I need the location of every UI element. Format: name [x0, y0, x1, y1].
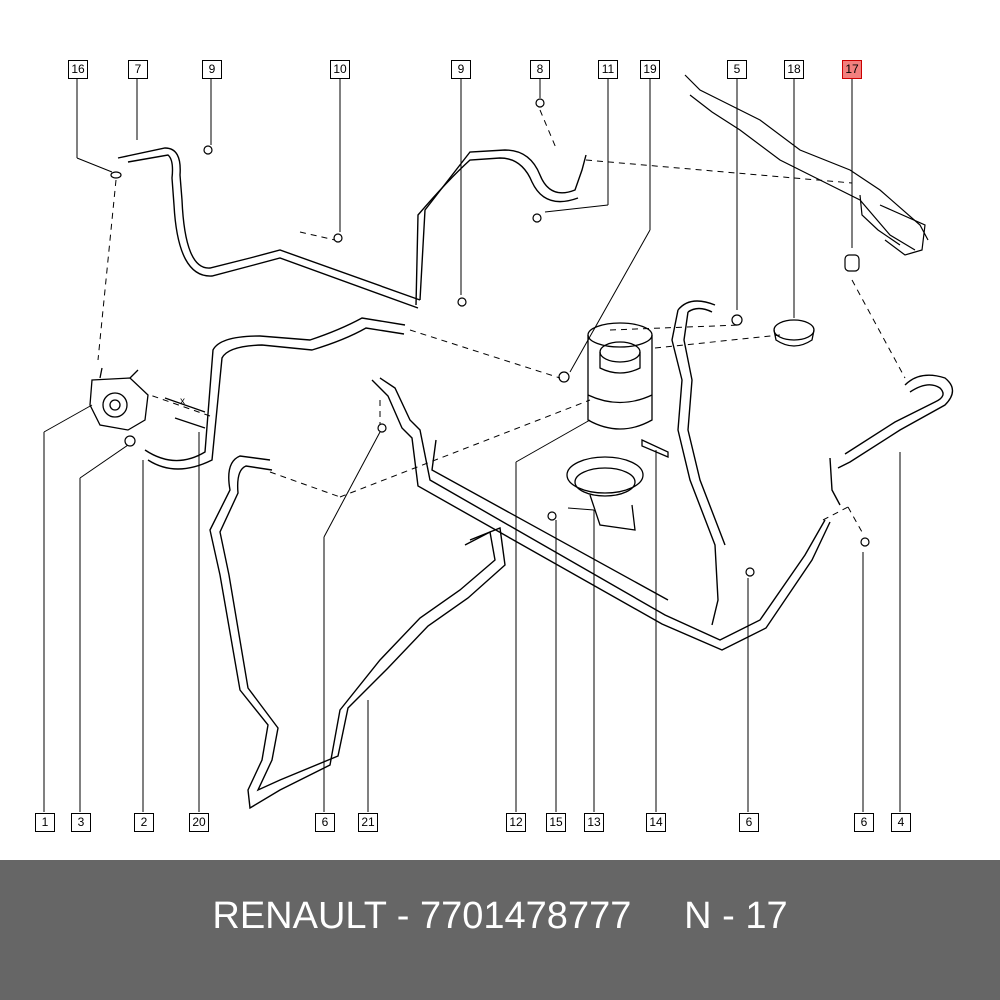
- power-steering-pump: [89, 367, 149, 431]
- callout-13: 13: [584, 813, 604, 832]
- callout-5: 5: [727, 60, 747, 79]
- callout-4: 4: [891, 813, 911, 832]
- mounting-clamp: [566, 456, 644, 531]
- callout-21: 21: [358, 813, 378, 832]
- power-steering-parts-diagram: x: [43, 74, 954, 812]
- callout-12: 12: [506, 813, 526, 832]
- dimension-marker: x: [180, 396, 185, 407]
- callout-16: 16: [68, 60, 88, 79]
- hoses-and-pipes: [117, 147, 954, 810]
- reservoir: [587, 322, 653, 430]
- steering-rack: [684, 74, 929, 272]
- callout-19: 19: [640, 60, 660, 79]
- callout-10: 10: [330, 60, 350, 79]
- callout-2: 2: [134, 813, 154, 832]
- callout-20: 20: [189, 813, 209, 832]
- callout-15: 15: [546, 813, 566, 832]
- bolts-and-fittings: [110, 98, 870, 577]
- callout-18: 18: [784, 60, 804, 79]
- leader-lines: [43, 78, 901, 812]
- assembly-dashed-lines: [97, 109, 906, 533]
- callout-9: 9: [451, 60, 471, 79]
- callout-7: 7: [128, 60, 148, 79]
- callout-11: 11: [598, 60, 618, 79]
- bracket-strip: [641, 438, 669, 458]
- part-number-caption: RENAULT - 7701478777 N - 17: [212, 895, 788, 937]
- footer-banner: RENAULT - 7701478777 N - 17: [0, 860, 1000, 1000]
- reservoir-cap: [773, 319, 815, 347]
- callout-17-highlighted: 17: [842, 60, 862, 79]
- callout-3: 3: [71, 813, 91, 832]
- callout-6: 6: [739, 813, 759, 832]
- callout-6: 6: [854, 813, 874, 832]
- callout-6: 6: [315, 813, 335, 832]
- callout-1: 1: [35, 813, 55, 832]
- callout-9: 9: [202, 60, 222, 79]
- callout-14: 14: [646, 813, 666, 832]
- callout-8: 8: [530, 60, 550, 79]
